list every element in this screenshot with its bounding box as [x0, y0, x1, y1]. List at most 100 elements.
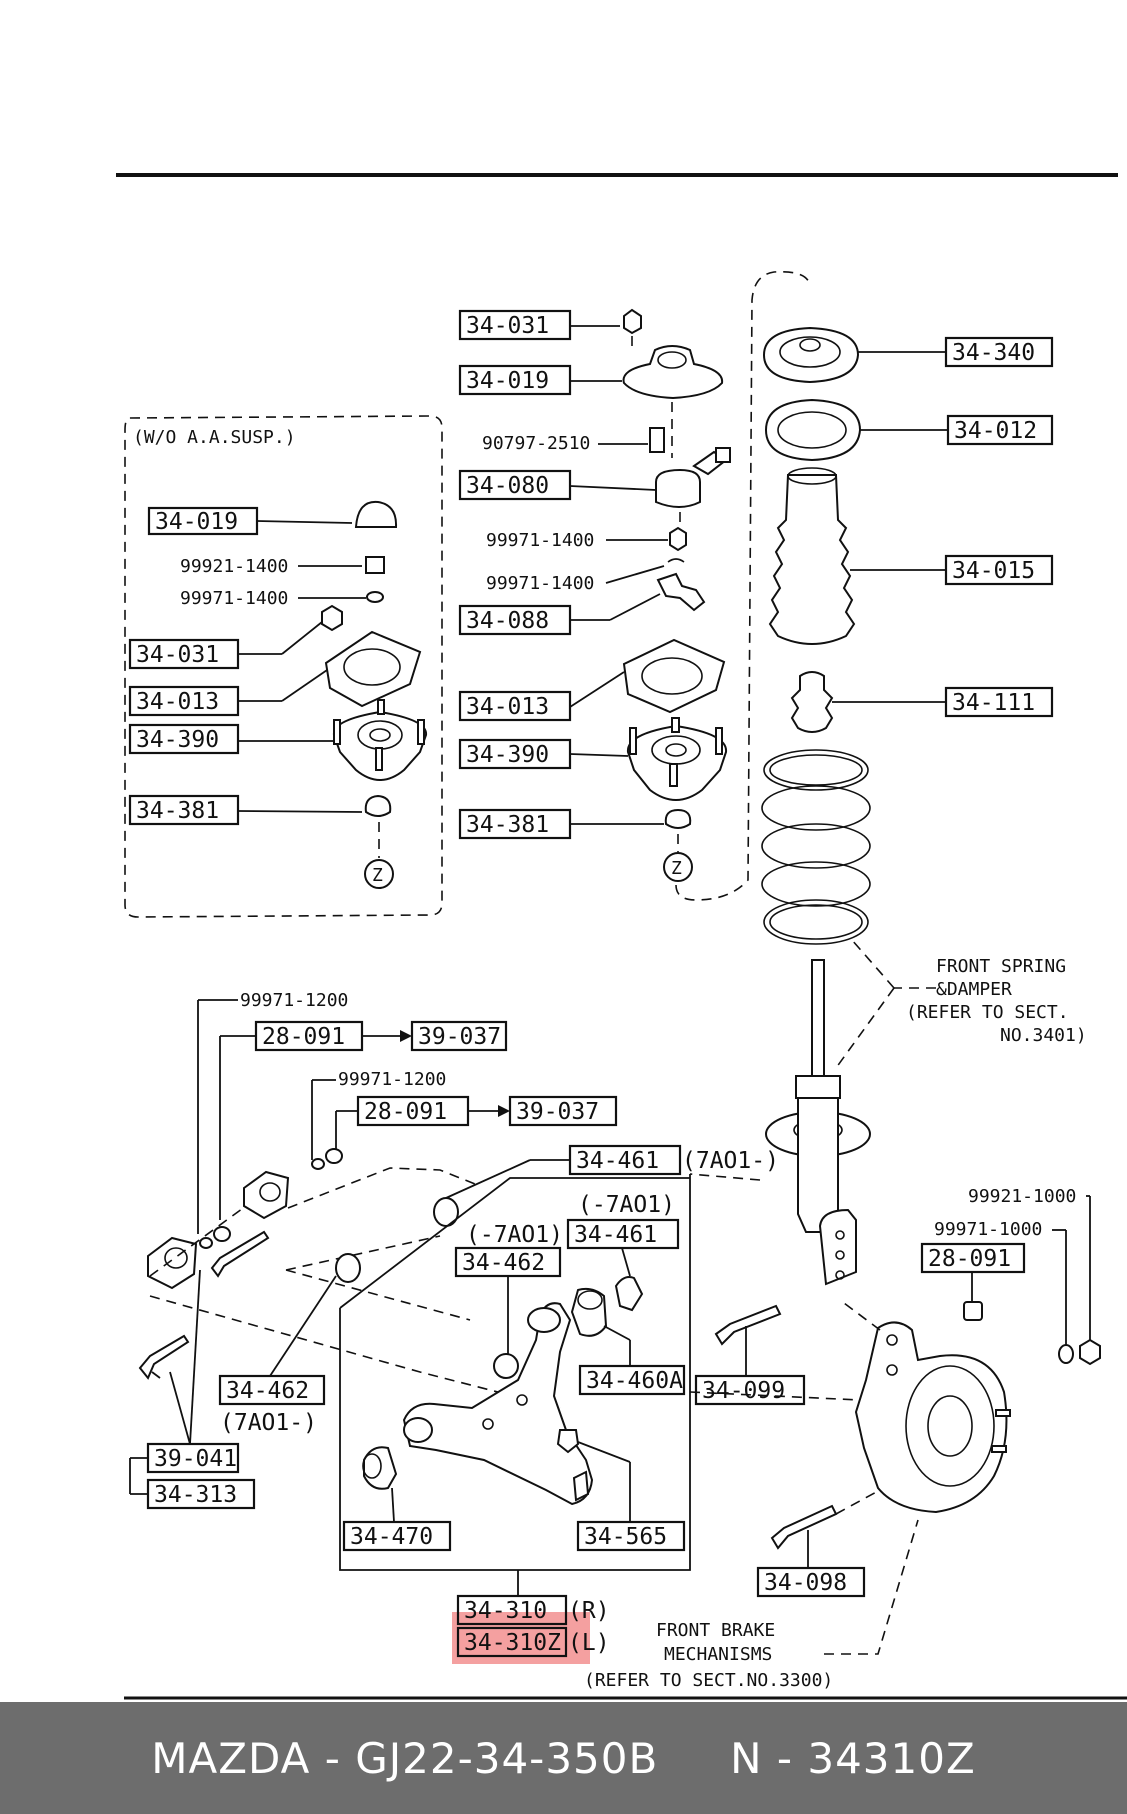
part-label-28-091-a[interactable]: 28-091	[262, 1024, 345, 1050]
part-label-34-313[interactable]: 34-313	[154, 1482, 237, 1508]
part-label-28-091-b[interactable]: 28-091	[364, 1099, 447, 1125]
upper-mount-mid	[622, 345, 724, 400]
note-spring-line2: &DAMPER	[936, 979, 1012, 1000]
bushing-34-462-arm	[493, 1353, 519, 1379]
wo-aasusp-group-frame	[124, 415, 443, 918]
part-label-34-460a[interactable]: 34-460A	[586, 1368, 683, 1394]
lower-arm	[402, 1302, 594, 1506]
part-label-34-310[interactable]: 34-310	[464, 1598, 547, 1624]
part-label-34-461-b[interactable]: 34-461	[574, 1222, 657, 1248]
part-label-34-565[interactable]: 34-565	[584, 1524, 667, 1550]
part-label-34-390-mid[interactable]: 34-390	[466, 742, 549, 768]
part-label-34-310z[interactable]: 34-310Z	[464, 1630, 561, 1656]
strut-damper	[765, 959, 871, 1286]
spring-group-bracket	[675, 270, 811, 901]
label-7a01-c: (-7AO1)	[466, 1222, 563, 1248]
ball-joint-34-565	[556, 1429, 580, 1454]
bolt-34-098	[770, 1504, 838, 1550]
part-label-34-381-left[interactable]: 34-381	[136, 798, 219, 824]
footer-part-code: N - 34310Z	[730, 1733, 976, 1783]
part-label-34-019-left[interactable]: 34-019	[155, 509, 238, 535]
exploded-parts-diagram: (W/O A.A.SUSP.) 34-019 99921-1400 99971-…	[116, 173, 1127, 1700]
part-label-34-340[interactable]: 34-340	[952, 340, 1035, 366]
footer-brand: MAZDA	[151, 1733, 311, 1783]
part-label-34-390-left[interactable]: 34-390	[136, 727, 219, 753]
part-label-34-381-mid[interactable]: 34-381	[466, 812, 549, 838]
part-label-34-013-left[interactable]: 34-013	[136, 689, 219, 715]
part-label-99971-1400-left[interactable]: 99971-1400	[180, 588, 288, 609]
boot-34-015	[768, 474, 856, 645]
part-label-39-037-b[interactable]: 39-037	[516, 1099, 599, 1125]
part-label-99921-1000[interactable]: 99921-1000	[968, 1186, 1076, 1207]
nut-left	[365, 556, 385, 574]
part-label-99971-1400-mid-b[interactable]: 99971-1400	[486, 573, 594, 594]
bushing-34-462-upper	[433, 1197, 459, 1227]
part-label-34-461-a[interactable]: 34-461	[576, 1148, 659, 1174]
bump-stop-34-111	[790, 671, 834, 733]
washer-left	[366, 591, 384, 603]
footer-bar: MAZDA - GJ22-34-350B N - 34310Z	[0, 1702, 1127, 1814]
coil-spring	[761, 749, 871, 945]
group-title: (W/O A.A.SUSP.)	[133, 427, 296, 448]
bracket-34-088	[656, 572, 706, 612]
gasket-left	[324, 630, 422, 708]
lower-arm-bracket	[339, 1174, 691, 1571]
bushing-34-470	[363, 1446, 398, 1490]
part-label-34-015[interactable]: 34-015	[952, 558, 1035, 584]
note-spring-line3: (REFER TO SECT.	[906, 1002, 1069, 1023]
note-spring-line1: FRONT SPRING	[936, 956, 1066, 977]
bushing-34-381-left	[364, 794, 392, 817]
part-label-34-099[interactable]: 34-099	[702, 1378, 785, 1404]
part-label-99971-1200-b[interactable]: 99971-1200	[338, 1069, 446, 1090]
label-7a01-a: (7AO1-)	[682, 1148, 779, 1174]
z-marker-left	[364, 859, 394, 889]
part-label-99971-1200-a[interactable]: 99971-1200	[240, 990, 348, 1011]
part-label-34-012[interactable]: 34-012	[954, 418, 1037, 444]
note-brake-line3: (REFER TO SECT.NO.3300)	[584, 1670, 833, 1691]
label-l: (L)	[568, 1630, 610, 1656]
part-label-34-019-mid[interactable]: 34-019	[466, 368, 549, 394]
bolt-90797	[649, 427, 665, 453]
part-label-39-041[interactable]: 39-041	[154, 1446, 237, 1472]
note-spring-line4: NO.3401)	[1000, 1025, 1087, 1046]
part-label-34-088[interactable]: 34-088	[466, 608, 549, 634]
gasket-mid	[622, 638, 726, 714]
part-label-34-031-left[interactable]: 34-031	[136, 642, 219, 668]
part-label-34-098[interactable]: 34-098	[764, 1570, 847, 1596]
part-label-99971-1400-mid-a[interactable]: 99971-1400	[486, 530, 594, 551]
stabilizer-bar	[149, 1167, 561, 1409]
seat-34-340	[762, 326, 860, 384]
label-7a01-b: (-7AO1)	[578, 1192, 675, 1218]
z-marker-left-text: Z	[372, 865, 383, 886]
part-label-34-470[interactable]: 34-470	[350, 1524, 433, 1550]
label-7a01-d: (7AO1-)	[220, 1410, 317, 1436]
nut-99971-1400-mid	[669, 526, 687, 552]
part-label-34-013-mid[interactable]: 34-013	[466, 694, 549, 720]
note-brake-line1: FRONT BRAKE	[656, 1620, 775, 1641]
bushing-34-461	[614, 1276, 644, 1312]
bushing-34-460a	[570, 1287, 608, 1337]
bolt-34-313	[210, 1230, 270, 1278]
part-label-99971-1000[interactable]: 99971-1000	[934, 1219, 1042, 1240]
cap-left	[354, 500, 398, 528]
part-label-34-462-a[interactable]: 34-462	[462, 1250, 545, 1276]
footer-caption: MAZDA - GJ22-34-350B N - 34310Z	[151, 1733, 976, 1783]
part-label-34-080[interactable]: 34-080	[466, 473, 549, 499]
nut-34-031-mid	[623, 308, 642, 335]
label-r: (R)	[568, 1598, 610, 1624]
nut-34-031-left	[321, 604, 343, 632]
note-brake-line2: MECHANISMS	[664, 1644, 772, 1665]
footer-oem-number: GJ22-34-350B	[355, 1733, 659, 1783]
part-label-34-111[interactable]: 34-111	[952, 690, 1035, 716]
steering-knuckle	[854, 1321, 1008, 1514]
actuator-34-080	[655, 468, 701, 508]
bolt-39-041	[138, 1334, 190, 1380]
part-label-90797-2510[interactable]: 90797-2510	[482, 433, 590, 454]
part-label-34-462-b[interactable]: 34-462	[226, 1378, 309, 1404]
z-marker-mid-text: Z	[671, 858, 682, 879]
part-label-28-091-right[interactable]: 28-091	[928, 1246, 1011, 1272]
part-label-99921-1400-left[interactable]: 99921-1400	[180, 556, 288, 577]
part-label-39-037-a[interactable]: 39-037	[418, 1024, 501, 1050]
part-label-34-031-mid[interactable]: 34-031	[466, 313, 549, 339]
nut-99921-1000	[1079, 1338, 1101, 1366]
